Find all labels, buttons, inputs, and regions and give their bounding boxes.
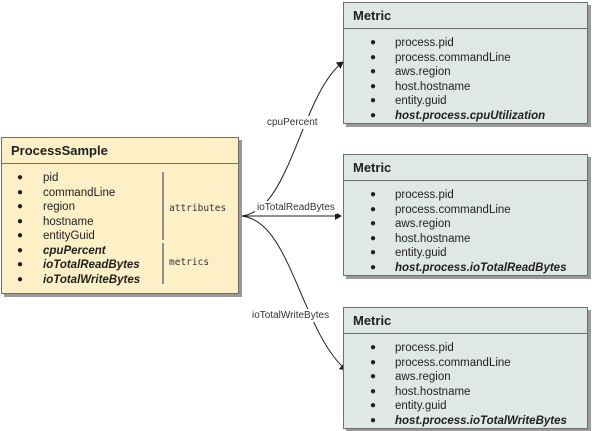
attributes-bracket [162,172,164,240]
list-item: ●hostname [17,215,94,228]
list-item: ●host.hostname [370,385,471,398]
list-item: ●commandLine [17,186,116,199]
list-item: ●process.pid [370,342,454,354]
list-item: ●entity.guid [370,95,447,107]
metric-box-read: Metric ●process.pid ●process.commandLine… [343,154,588,276]
list-item: ●aws.region [370,371,451,383]
bullet-icon: ● [370,37,377,48]
bullet-icon: ● [17,186,24,198]
list-item: ●process.commandLine [370,356,511,369]
list-item: ●process.pid [370,189,454,201]
metric-title: Metric [344,308,587,334]
edge-label-write: ioTotalWriteBytes [250,309,332,322]
bullet-icon: ● [370,400,377,411]
process-sample-fields: ●pid ●commandLine ●region ●hostname ●ent… [2,164,238,287]
list-item: ●host.hostname [370,232,471,245]
bullet-icon: ● [370,247,377,258]
process-sample-box: ProcessSample ●pid ●commandLine ●region … [1,137,239,294]
metric-fields: ●process.pid ●process.commandLine ●aws.r… [344,29,587,123]
bullet-icon: ● [370,414,377,426]
metric-box-write: Metric ●process.pid ●process.commandLine… [343,307,588,429]
metrics-bracket [162,243,164,284]
metrics-label: metrics [169,257,210,268]
list-item: ●host.process.ioTotalReadBytes [370,261,567,274]
bullet-icon: ● [370,371,377,382]
bullet-icon: ● [17,273,24,285]
list-item: ●aws.region [370,66,451,78]
bullet-icon: ● [370,218,377,229]
bullet-icon: ● [17,215,24,227]
bullet-icon: ● [370,261,377,273]
attributes-label: attributes [169,203,227,214]
connector-cpu [238,61,344,217]
list-item: ●process.commandLine [370,51,511,64]
list-item: ●region [17,201,75,213]
metric-fields: ●process.pid ●process.commandLine ●aws.r… [344,181,587,275]
bullet-icon: ● [370,232,377,244]
bullet-icon: ● [17,259,24,270]
bullet-icon: ● [370,109,377,121]
bullet-icon: ● [370,95,377,106]
bullet-icon: ● [370,66,377,77]
bullet-icon: ● [370,203,377,215]
list-item: ●entity.guid [370,400,447,412]
metric-fields: ●process.pid ●process.commandLine ●aws.r… [344,334,587,428]
metric-box-cpu: Metric ●process.pid ●process.commandLine… [343,2,588,124]
bullet-icon: ● [370,80,377,92]
process-sample-title: ProcessSample [2,138,238,164]
list-item: ●process.pid [370,37,454,49]
metric-title: Metric [344,3,587,29]
bullet-icon: ● [17,230,24,241]
list-item: ●host.process.cpuUtilization [370,109,546,122]
metric-title: Metric [344,155,587,181]
edge-label-read: ioTotalReadBytes [255,201,337,214]
list-item: ●host.hostname [370,80,471,93]
bullet-icon: ● [370,342,377,353]
bullet-icon: ● [370,51,377,63]
bullet-icon: ● [370,356,377,368]
edge-label-cpu: cpuPercent [265,116,320,129]
bullet-icon: ● [370,189,377,200]
bullet-icon: ● [17,244,24,256]
list-item: ●cpuPercent [17,244,106,257]
list-item: ●aws.region [370,218,451,230]
bullet-icon: ● [17,172,24,183]
list-item: ●ioTotalReadBytes [17,259,140,271]
list-item: ●pid [17,172,59,184]
list-item: ●entity.guid [370,247,447,259]
bullet-icon: ● [370,385,377,397]
list-item: ●process.commandLine [370,203,511,216]
bullet-icon: ● [17,201,24,212]
list-item: ●host.process.ioTotalWriteBytes [370,414,567,427]
list-item: ●entityGuid [17,230,95,242]
list-item: ●ioTotalWriteBytes [17,273,141,286]
connector-write [238,215,347,371]
